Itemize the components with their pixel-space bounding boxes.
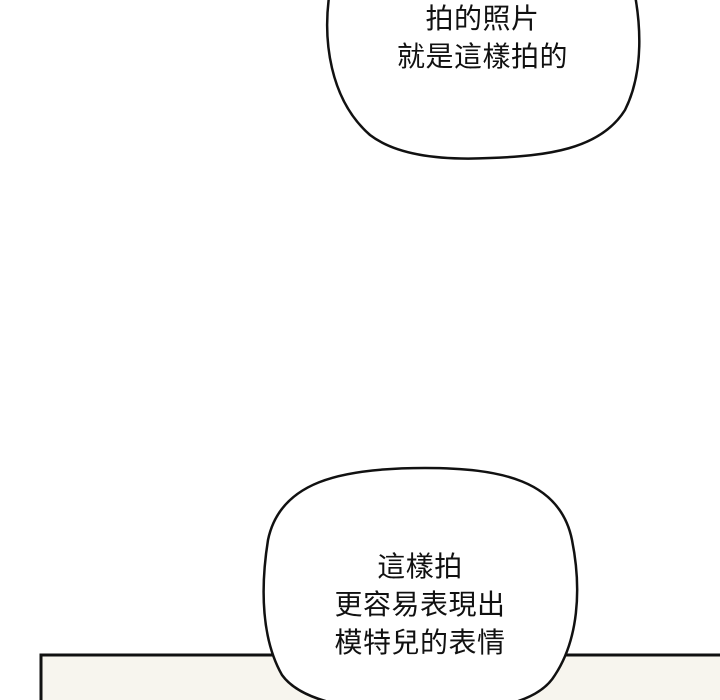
speech-bubble-top-text: 拍的照片 就是這樣拍的 [330, 0, 635, 76]
speech-bubble-bottom-text: 這樣拍 更容易表現出 模特兒的表情 [265, 548, 575, 662]
speech-bubble-top [325, 0, 641, 160]
speech-line: 拍的照片 [425, 2, 540, 35]
speech-line: 更容易表現出 [334, 588, 506, 621]
speech-bubble-bottom [262, 466, 579, 700]
speech-line: 這樣拍 [377, 550, 463, 583]
speech-line: 模特兒的表情 [334, 626, 506, 659]
speech-line: 就是這樣拍的 [396, 40, 568, 73]
